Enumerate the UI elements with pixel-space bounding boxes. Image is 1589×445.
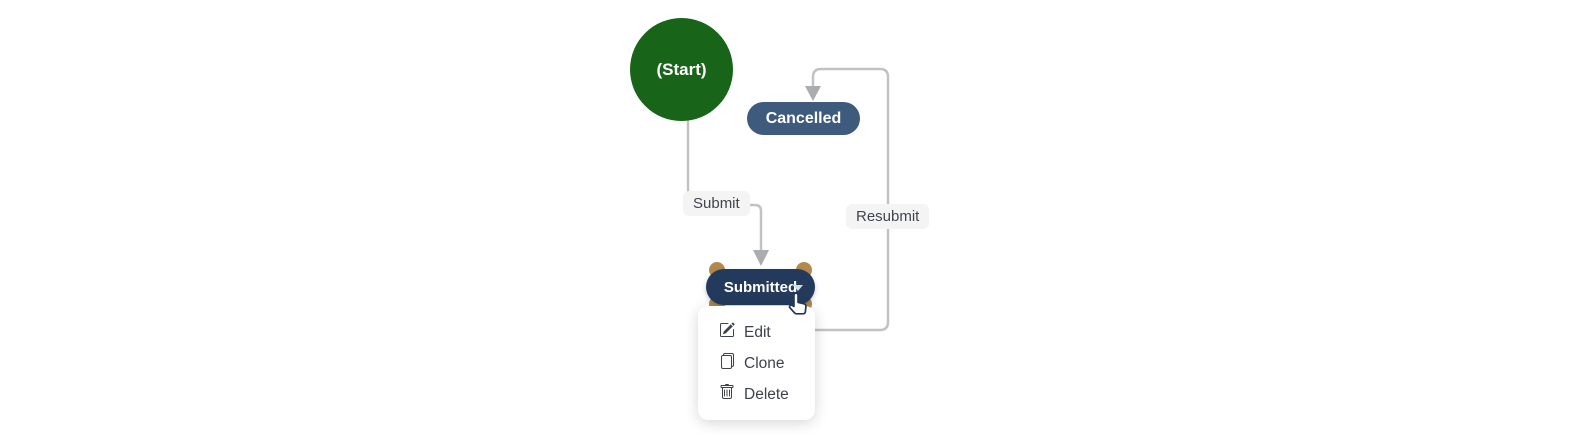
node-cancelled[interactable]: Cancelled [747,102,860,135]
menu-item-clone-label: Clone [744,354,785,372]
pencil-square-icon [719,322,735,343]
chevron-down-icon[interactable] [793,285,803,291]
node-cancelled-label: Cancelled [765,109,842,127]
trash-icon [719,384,735,405]
menu-item-delete[interactable]: Delete [698,379,815,410]
edge-label-submit[interactable]: Submit [683,191,750,216]
node-start[interactable]: (Start) [630,18,733,121]
node-start-label: (Start) [656,59,707,79]
edge-resubmit [805,67,890,332]
menu-item-edit-label: Edit [744,323,771,341]
arrowhead-into-submitted [753,250,769,266]
menu-item-edit[interactable]: Edit [698,317,815,348]
node-submitted-label: Submitted [723,278,798,296]
hand-pointer-cursor [786,290,813,326]
edge-label-resubmit[interactable]: Resubmit [846,204,930,229]
arrowhead-into-cancelled [805,86,821,101]
menu-item-clone[interactable]: Clone [698,348,815,379]
clone-icon [719,353,735,374]
node-context-menu: Edit Clone Delete [698,306,815,420]
menu-item-delete-label: Delete [744,385,789,403]
